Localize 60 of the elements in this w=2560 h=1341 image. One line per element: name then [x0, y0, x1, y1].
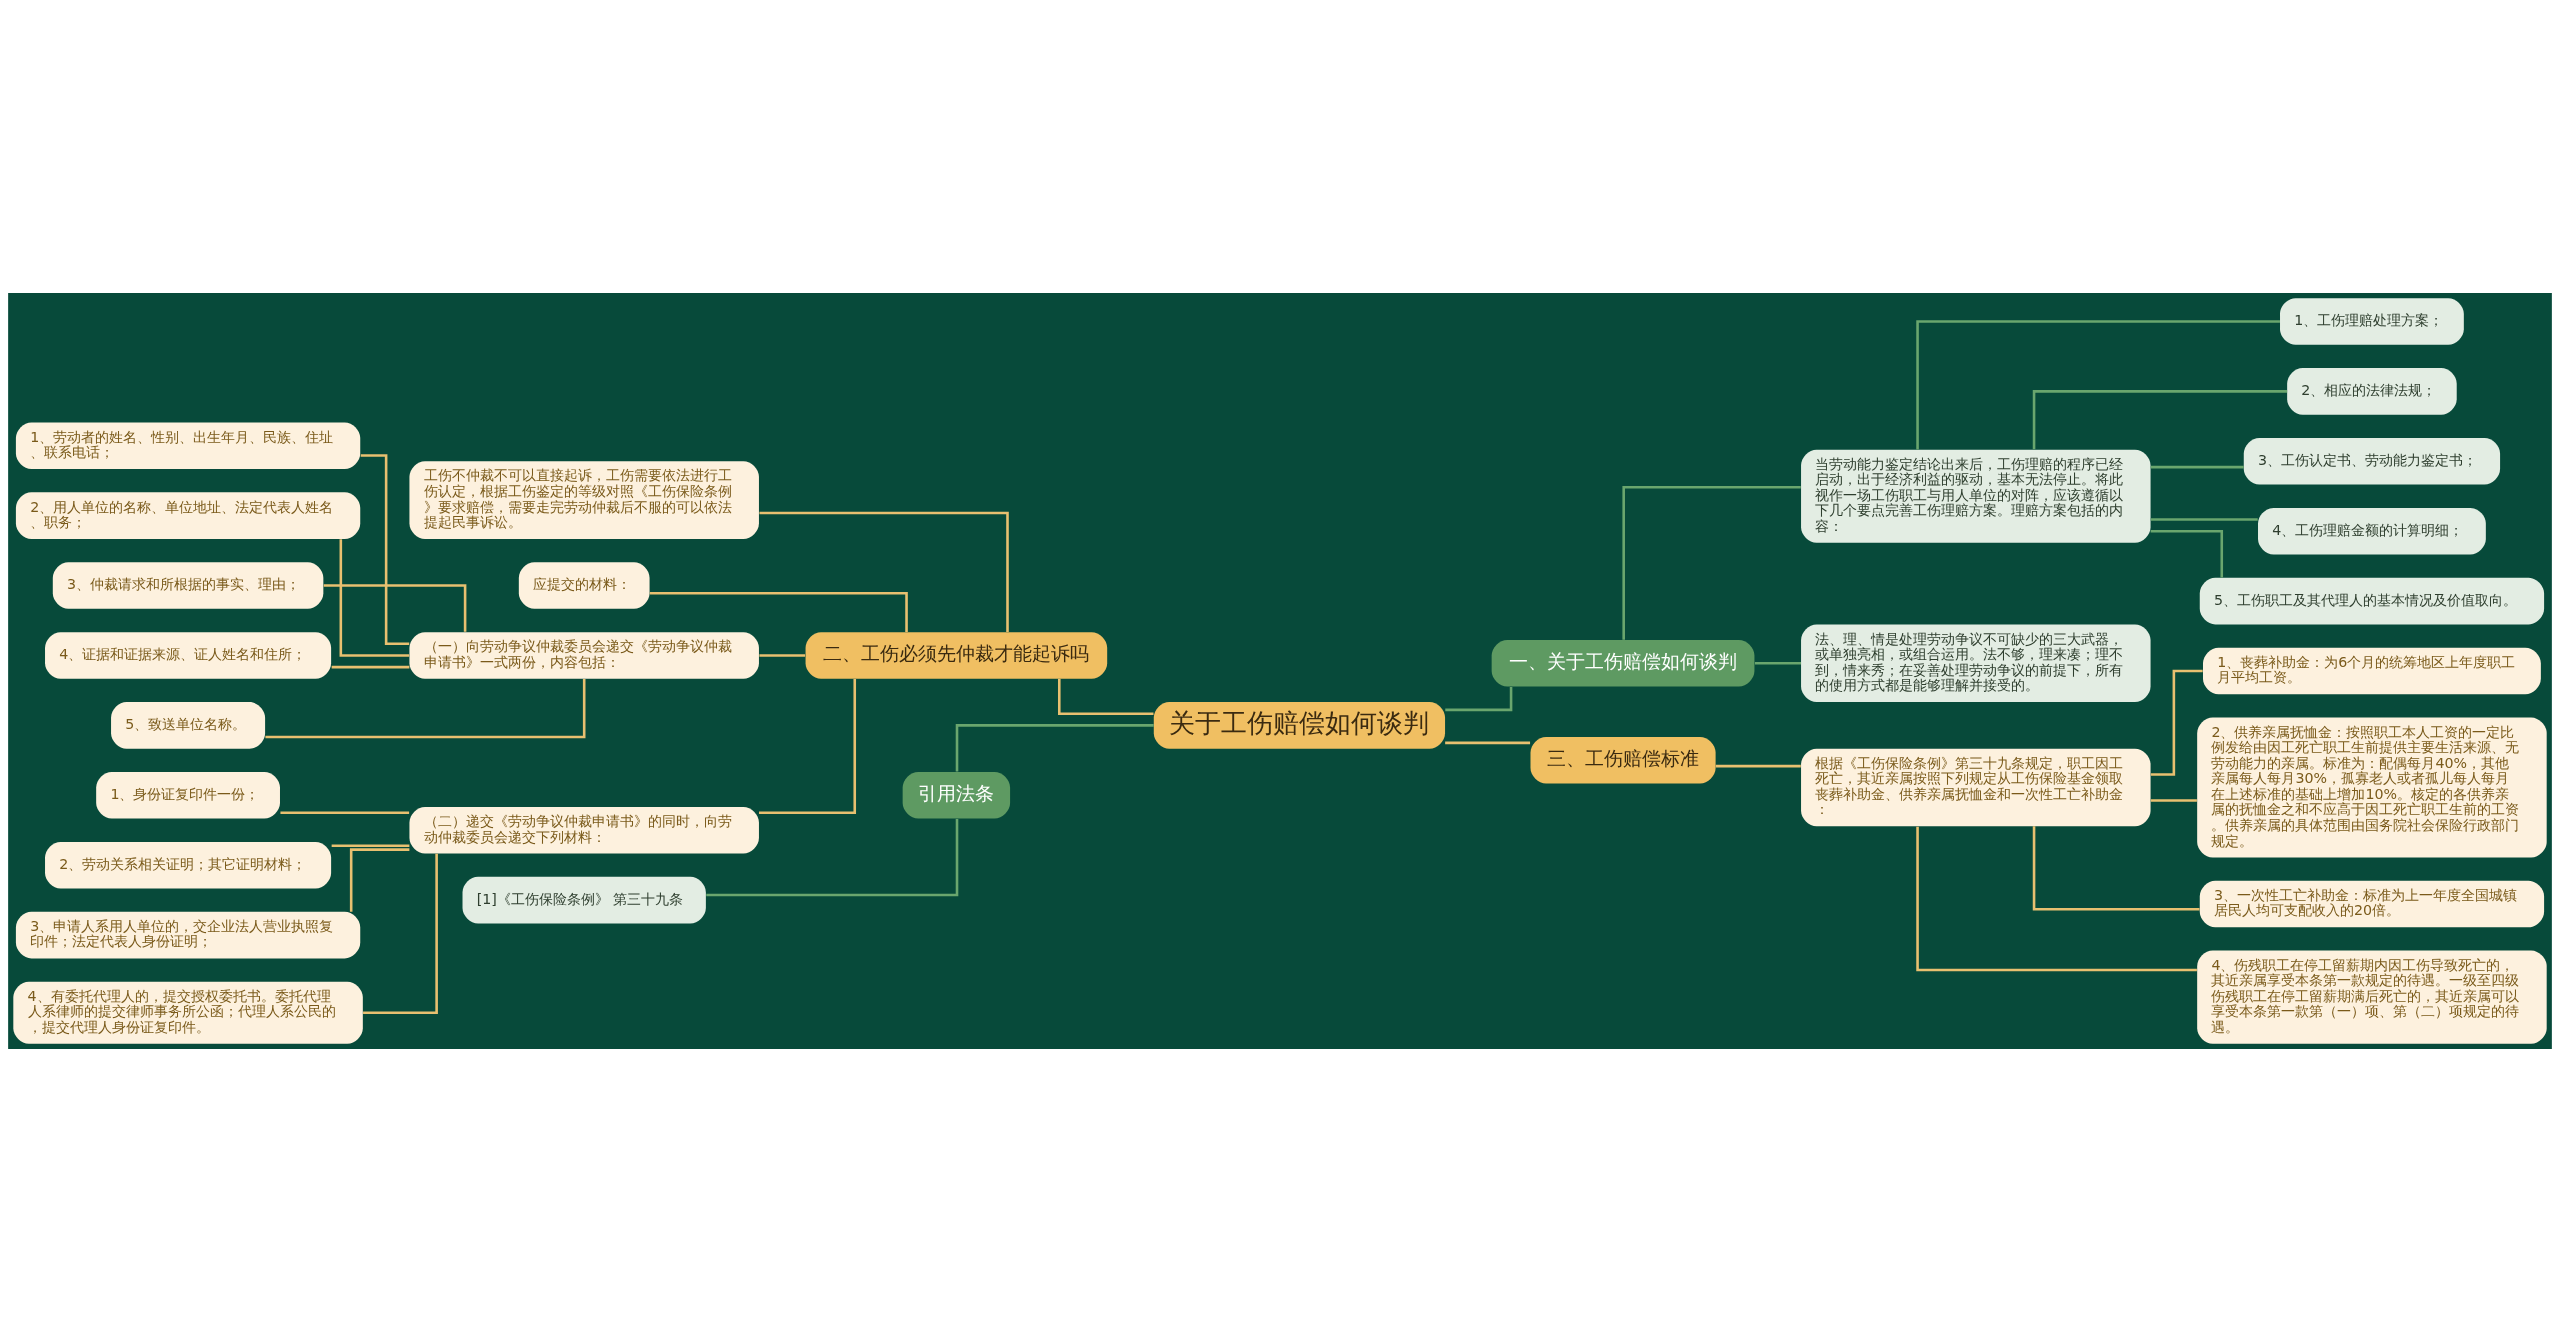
connector	[759, 511, 1009, 632]
connector	[265, 678, 586, 738]
node-box: 5、致送单位名称。	[111, 701, 266, 749]
connector	[1445, 741, 1531, 744]
node-box: 2、相应的法律法规；	[2287, 367, 2457, 415]
connector	[1715, 764, 1801, 767]
node-box: 工伤不仲裁不可以直接起诉，工伤需要依法进行工伤认定，根据工伤鉴定的等级对照《工伤保险条例》要求赔偿，需要走完劳动仲裁后不服的可以依法提起民事诉讼。	[409, 460, 759, 539]
connector	[360, 453, 410, 645]
connector	[349, 847, 410, 912]
connector	[339, 538, 410, 657]
connector	[1445, 686, 1513, 711]
connector	[2150, 798, 2197, 802]
node-box: 4、证据和证据来源、证人姓名和住所；	[45, 631, 332, 679]
connector	[331, 843, 410, 847]
node-box: 3、申请人系用人单位的，交企业法人营业执照复印件；法定代表人身份证明；	[15, 911, 361, 958]
node-box: 2、劳动关系相关证明；其它证明材料；	[45, 841, 332, 888]
node-box: 关于工伤赔偿如何谈判	[1153, 701, 1446, 749]
node-box: 5、工伤职工及其代理人的基本情况及价值取向。	[2199, 577, 2545, 624]
connector	[280, 810, 410, 814]
connector	[649, 591, 908, 632]
connector	[706, 818, 959, 896]
node-box: 4、有委托代理人的，提交授权委托书。委托代理人系律师的提交律师事务所公函；代理人系公民的，提交代理人身份证复印件。	[13, 981, 363, 1044]
connector	[2150, 465, 2244, 468]
connector	[2150, 517, 2258, 521]
node-box: 法、理、情是处理劳动争议不可缺少的三大武器，或单独亮相，或组合运用。法不够，理来凑；理不到，情来秀；在妥善处理劳动争议的前提下，所有的使用方式都是能够理解并接受的。	[1801, 623, 2151, 702]
connector	[323, 583, 467, 632]
node-box: （一）向劳动争议仲裁委员会递交《劳动争议仲裁申请书》一式两份，内容包括：	[409, 631, 759, 679]
node-box: 三、工伤赔偿标准	[1530, 736, 1716, 784]
connector	[1916, 826, 2197, 971]
node-box: 2、用人单位的名称、单位地址、法定代表人姓名、职务；	[15, 491, 361, 539]
node-box: 当劳动能力鉴定结论出来后，工伤理赔的程序已经启动，出于经济利益的驱动，基本无法停止。将此视作一场工伤职工与用人单位的对阵，应该遵循以下几个要点完善工伤理赔方案。理赔方案包括的内容：	[1801, 449, 2151, 543]
connector	[955, 723, 1154, 772]
node-box: 3、工伤认定书、劳动能力鉴定书；	[2243, 437, 2501, 485]
connector	[363, 853, 438, 1014]
connector	[2032, 825, 2200, 910]
connector	[331, 665, 410, 668]
node-box: 引用法条	[902, 771, 1011, 819]
connector	[1058, 678, 1154, 715]
node-box: 根据《工伤保险条例》第三十九条规定，职工因工死亡，其近亲属按照下列规定从工伤保险基金领取丧葬补助金、供养亲属抚恤金和一次性工亡补助金：	[1801, 748, 2151, 826]
connector	[1622, 485, 1801, 640]
connector	[759, 653, 806, 657]
node-box: 3、仲裁请求和所根据的事实、理由；	[52, 561, 324, 609]
connector	[1754, 661, 1801, 665]
node-box: （二）递交《劳动争议仲裁申请书》的同时，向劳动仲裁委员会递交下列材料：	[409, 806, 759, 854]
node-box: 二、工伤必须先仲裁才能起诉吗	[805, 631, 1108, 679]
connector	[759, 678, 857, 814]
connector	[2150, 529, 2224, 577]
node-box: 3、一次性工亡补助金：标准为上一年度全国城镇居民人均可支配收入的20倍。	[2199, 880, 2545, 927]
connector	[2032, 389, 2288, 449]
node-box: 2、供养亲属抚恤金：按照职工本人工资的一定比例发给由因工死亡职工生前提供主要生活来源、无劳动能力的亲属。标准为：配偶每月40%，其他亲属每人每月30%，孤寡老人或者孤儿每人每月在上述标准的基础上增加10%。核定的各供养亲属的抚恤金之和不应高于因工死亡职工生前的工资。供养亲属的具体范围由国务院社会保险行政部门规定。	[2197, 717, 2547, 857]
node-box: [1]《工伤保险条例》 第三十九条	[462, 876, 706, 923]
node-box: 一、关于工伤赔偿如何谈判	[1491, 639, 1755, 687]
connector	[1916, 319, 2280, 449]
node-box: 4、工伤理赔金额的计算明细；	[2258, 507, 2486, 554]
node-box: 应提交的材料：	[518, 561, 650, 609]
node-box: 1、劳动者的姓名、性别、出生年月、民族、住址、联系电话；	[15, 421, 361, 469]
node-box: 4、伤残职工在停工留薪期内因工伤导致死亡的，其近亲属享受本条第一款规定的待遇。一级至四级伤残职工在停工留薪期满后死亡的，其近亲属可以享受本条第一款第（一）项、第（二）项规定的待遇。	[2197, 950, 2547, 1044]
node-box: 1、工伤理赔处理方案；	[2280, 297, 2464, 345]
node-box: 1、身份证复印件一份；	[96, 771, 280, 819]
node-box: 1、丧葬补助金：为6个月的统筹地区上年度职工月平均工资。	[2203, 647, 2541, 694]
